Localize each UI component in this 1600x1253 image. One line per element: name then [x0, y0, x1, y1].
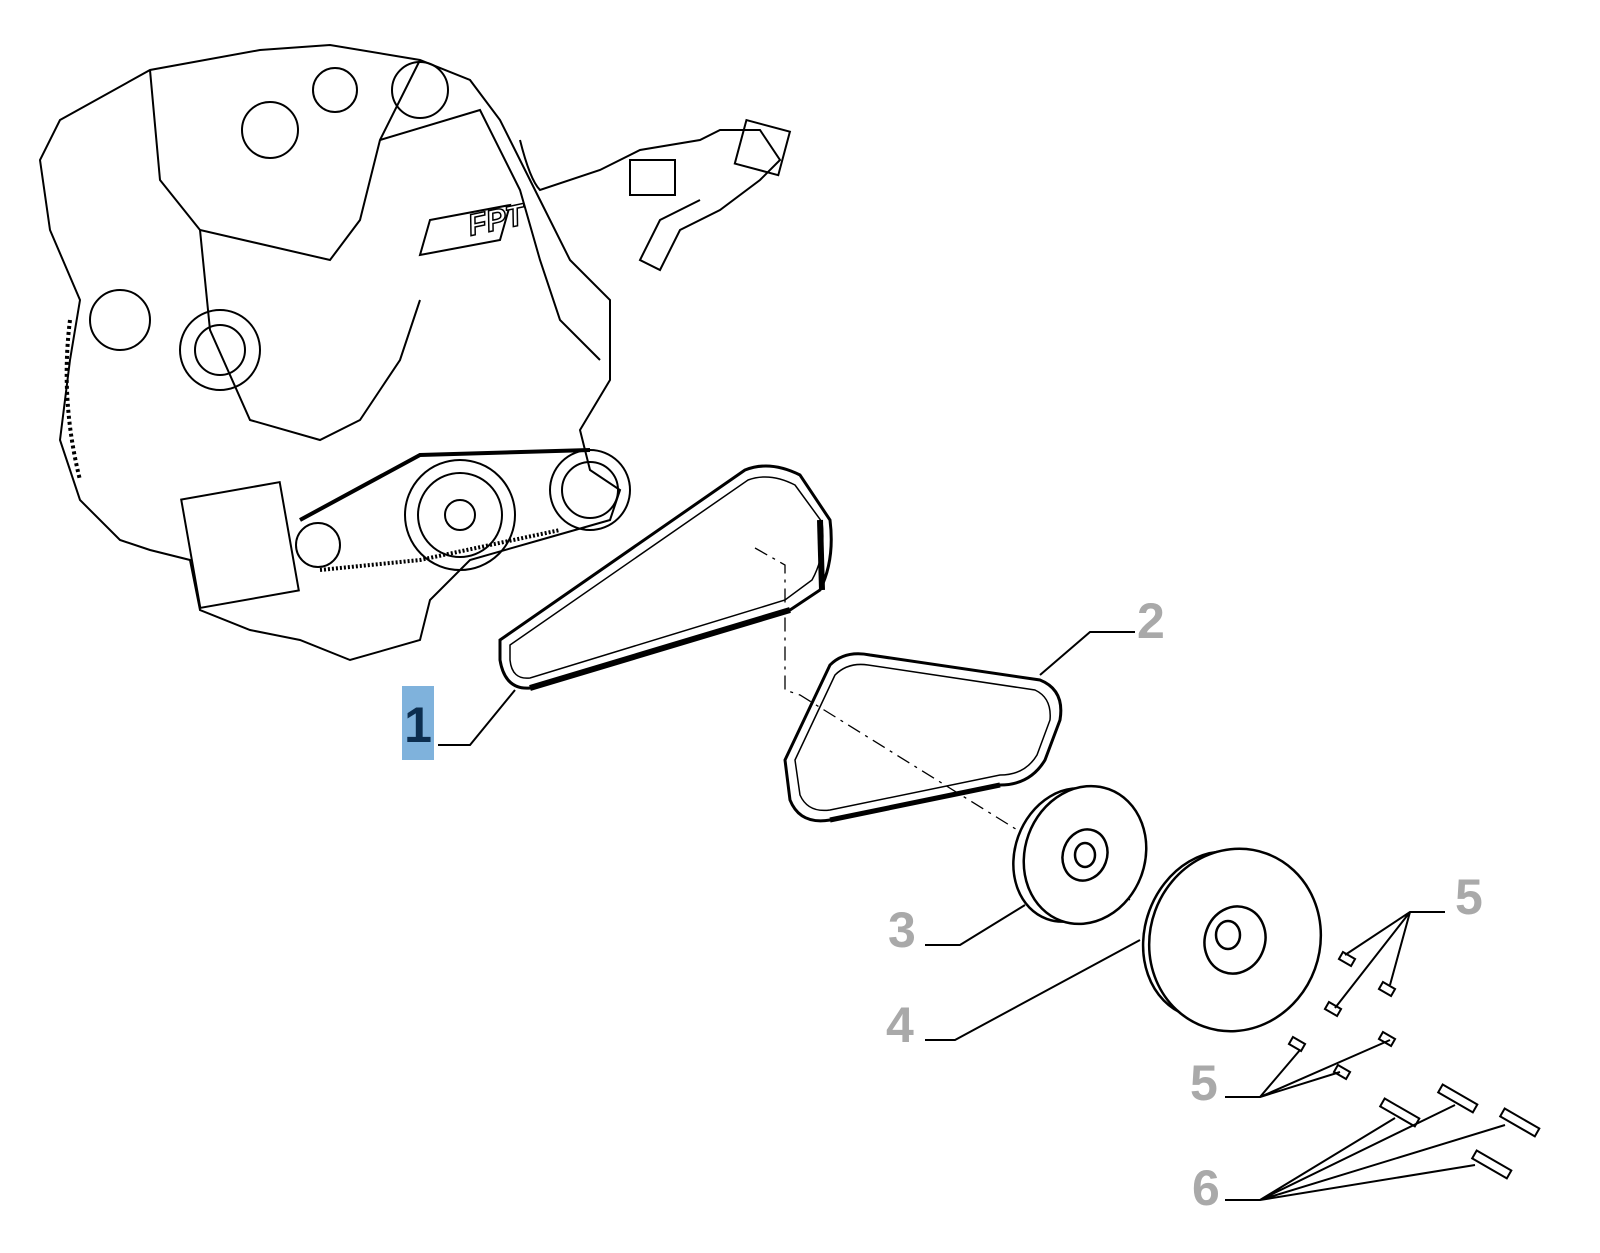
callout-5-screws-upper[interactable]: 5	[1455, 869, 1483, 925]
leader-lines	[438, 631, 1506, 1201]
callout-2-belt-small[interactable]: 2	[1137, 593, 1165, 649]
pulley-large[interactable]	[1120, 824, 1346, 1055]
pulley-small[interactable]	[995, 769, 1165, 942]
bolts[interactable]	[1378, 1083, 1541, 1180]
callout-1-belt-large[interactable]: 1	[402, 686, 434, 760]
engine-assembly	[38, 43, 792, 662]
belt-large[interactable]	[498, 464, 833, 691]
center-axis	[754, 547, 1131, 901]
callout-6-bolts[interactable]: 6	[1192, 1160, 1220, 1216]
callout-4-pulley-large[interactable]: 4	[886, 997, 914, 1053]
callout-5-screws-lower[interactable]: 5	[1190, 1055, 1218, 1111]
screws[interactable]	[1287, 950, 1397, 1081]
belt-small[interactable]	[783, 652, 1063, 823]
callout-3-pulley-small[interactable]: 3	[888, 902, 916, 958]
